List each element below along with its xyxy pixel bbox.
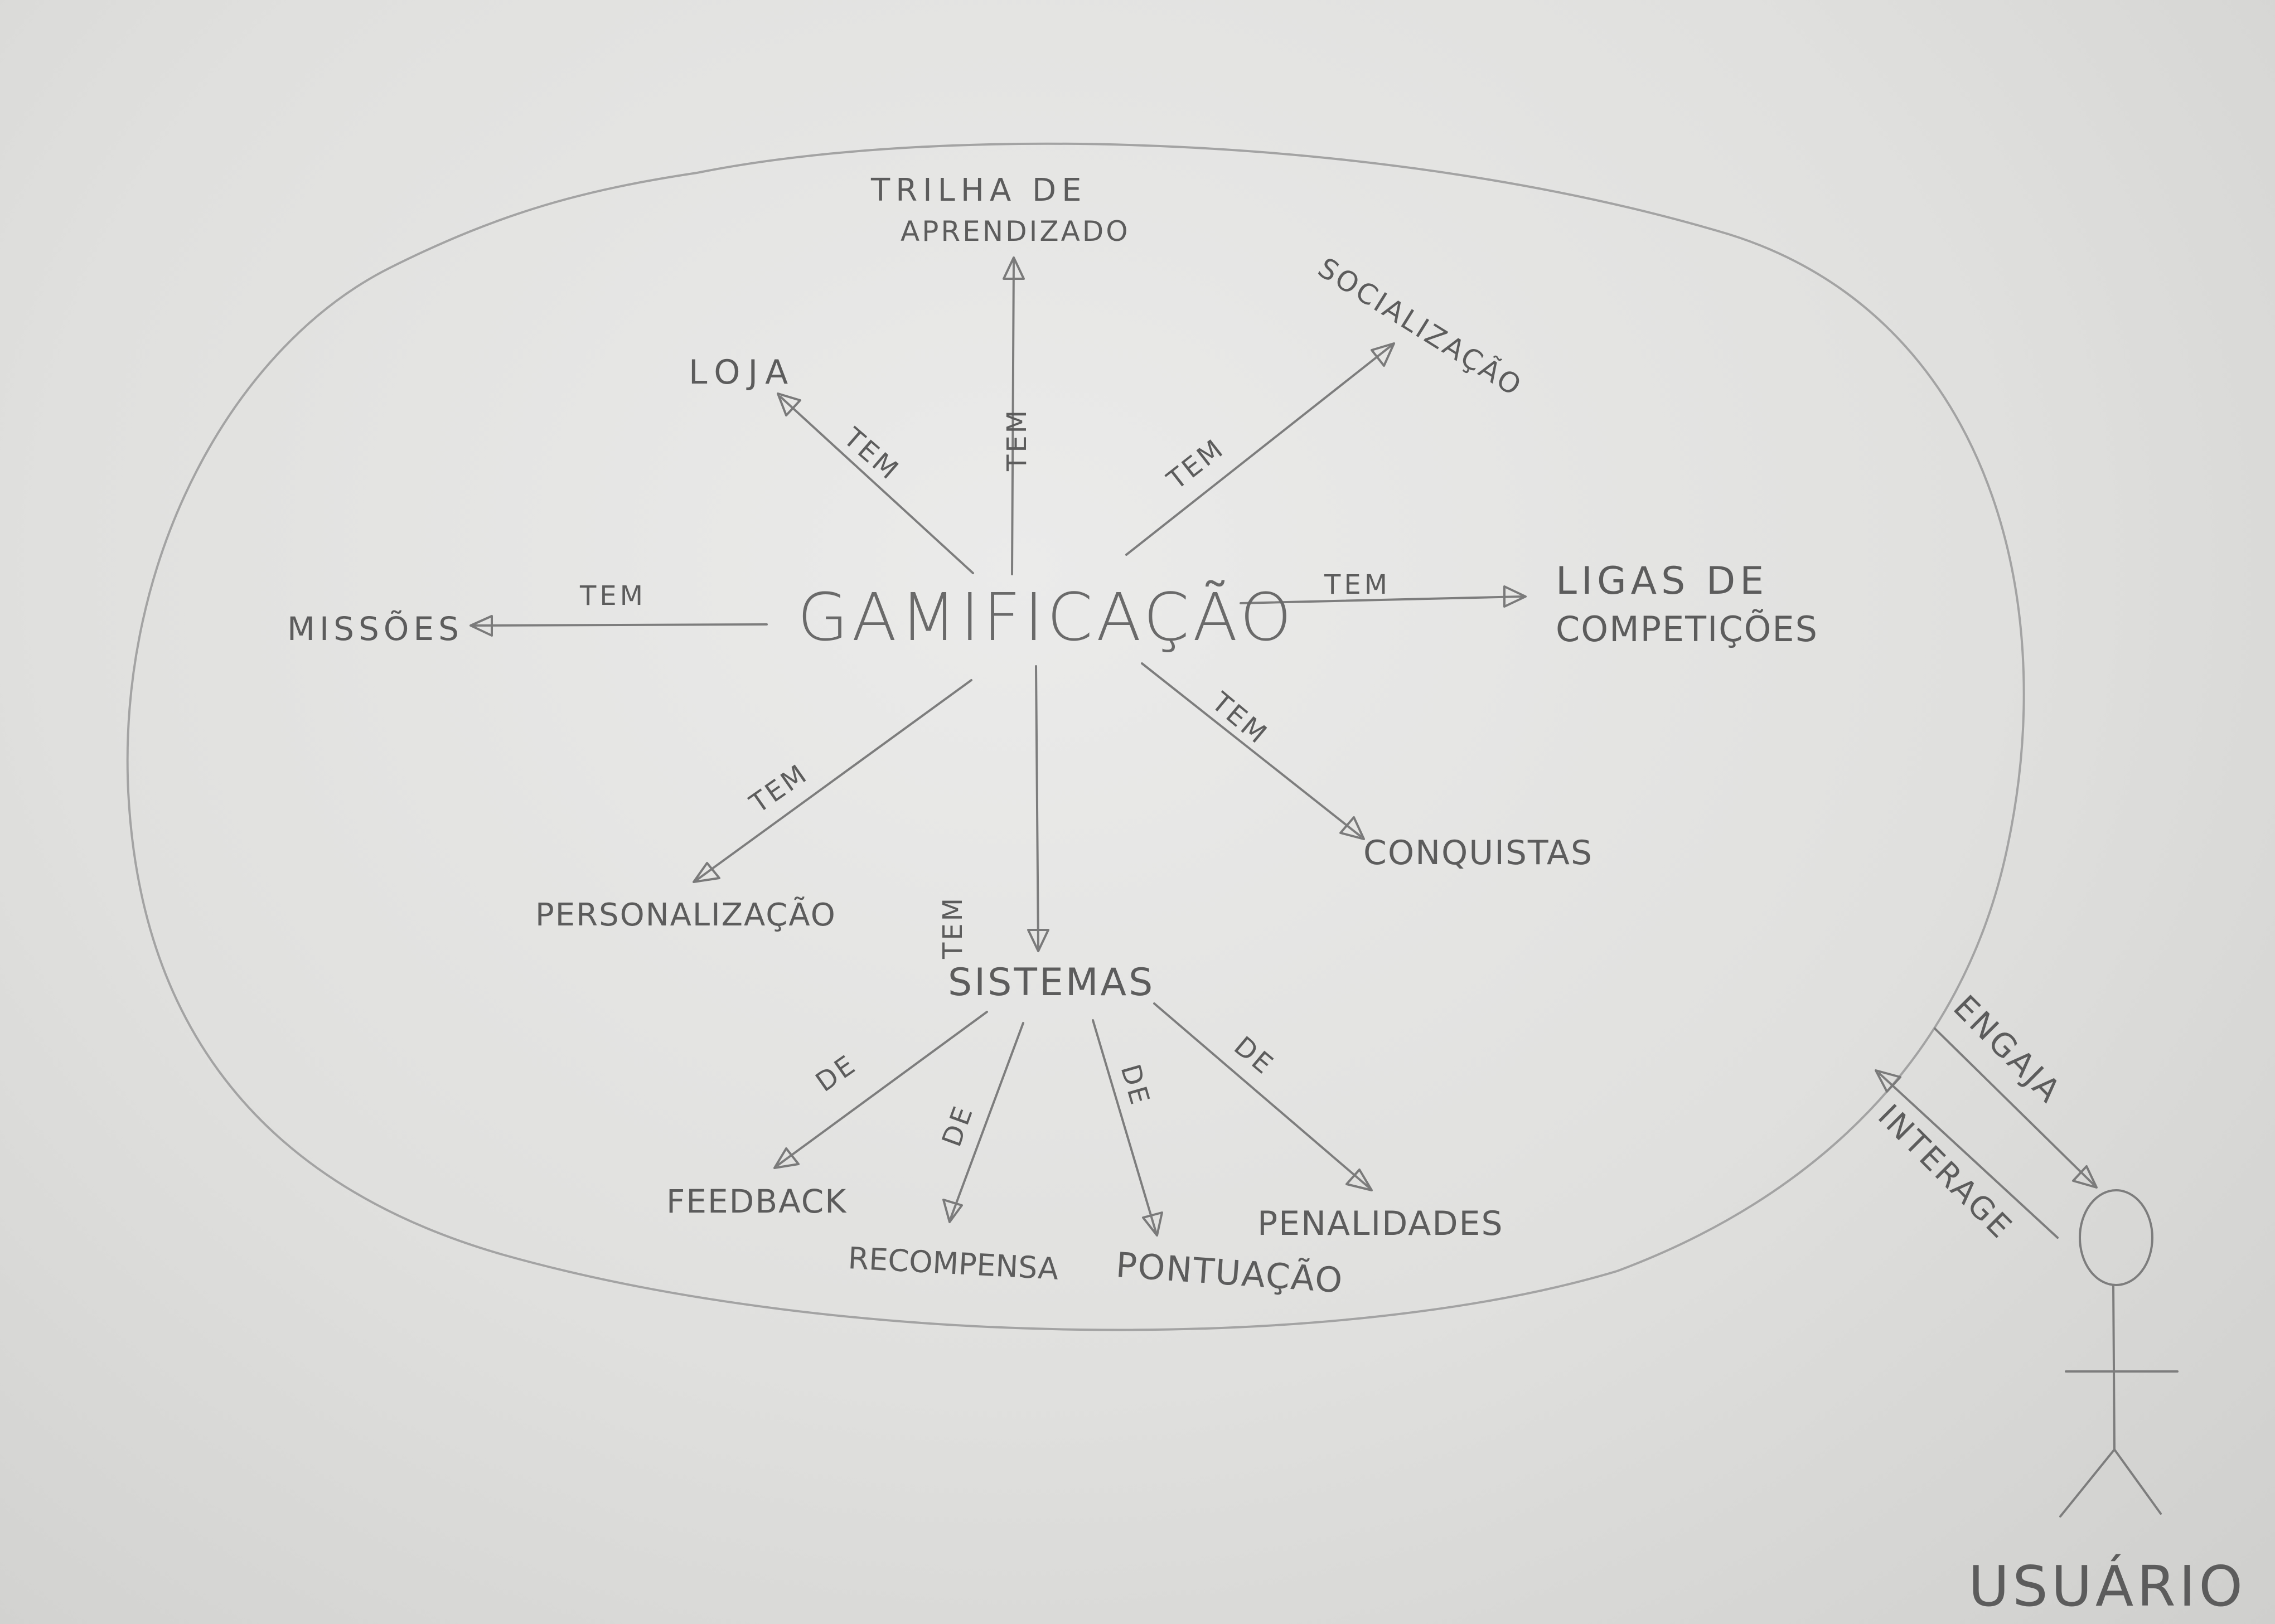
arrow-to-missoes (473, 623, 768, 627)
center-label-gamificacao: GAMIFICAÇÃO (797, 579, 1295, 656)
node-pontuacao: PONTUAÇÃO (1115, 1244, 1345, 1301)
arrow-to-penalidades (1153, 1002, 1370, 1189)
node-trilha-line1: TRILHA DE (870, 172, 1087, 209)
edge-label-de-feedback: DE (810, 1049, 863, 1098)
edge-label-tem-sistemas: TEM (937, 896, 969, 959)
arrow-to-ligas (1240, 595, 1523, 604)
node-ligas-line2: COMPETIÇÕES (1556, 609, 1818, 649)
arrow-engaja (1934, 1027, 2095, 1186)
arrow-to-pontuacao (1092, 1019, 1157, 1233)
node-feedback: FEEDBACK (666, 1182, 847, 1220)
edge-label-tem-loja: TEM (837, 421, 906, 487)
node-missoes: MISSÕES (287, 610, 463, 648)
arrow-to-recompensa (950, 1022, 1024, 1219)
arrow-to-personalizacao (696, 679, 972, 881)
arrow-to-sistemas (1035, 665, 1039, 949)
arrows-from-sistemas (773, 1002, 1373, 1237)
user-stick-figure (2059, 1189, 2179, 1518)
figure-head (2079, 1189, 2153, 1286)
edge-label-de-pontuacao: DE (1114, 1061, 1156, 1110)
edge-label-tem-ligas: TEM (1324, 569, 1391, 600)
system-boundary (126, 142, 2025, 1331)
arrow-to-feedback (777, 1011, 988, 1166)
node-socializacao: SOCIALIZAÇÃO (1313, 251, 1529, 403)
edge-label-de-recompensa: DE (936, 1101, 980, 1151)
user-arrows (1875, 1027, 2098, 1239)
arrows-from-center (469, 256, 1527, 952)
arrow-to-socializacao (1125, 345, 1392, 556)
arrow-to-loja (780, 396, 974, 574)
node-recompensa: RECOMPENSA (847, 1240, 1059, 1287)
edge-label-interage: INTERAGE (1871, 1098, 2020, 1247)
edge-label-tem-trilha: TEM (1001, 408, 1033, 472)
edge-label-tem-personalizacao: TEM (744, 758, 814, 820)
arrow-to-trilha (1011, 260, 1015, 575)
node-conquistas: CONQUISTAS (1363, 833, 1593, 872)
node-trilha-line2: APRENDIZADO (901, 215, 1130, 248)
edge-label-tem-socializacao: TEM (1161, 433, 1230, 496)
edge-label-tem-missoes: TEM (579, 580, 646, 612)
edge-label-engaja: ENGAJA (1946, 988, 2069, 1111)
actor-label-usuario: USUÁRIO (1968, 1554, 2246, 1619)
arrow-interage (1878, 1072, 2059, 1239)
arrow-to-conquistas (1141, 662, 1362, 837)
node-ligas-line1: LIGAS DE (1556, 559, 1768, 603)
node-sistemas: SISTEMAS (948, 961, 1155, 1005)
node-personalizacao: PERSONALIZAÇÃO (535, 897, 836, 933)
node-penalidades: PENALIDADES (1257, 1204, 1504, 1243)
node-loja: LOJA (689, 353, 796, 392)
